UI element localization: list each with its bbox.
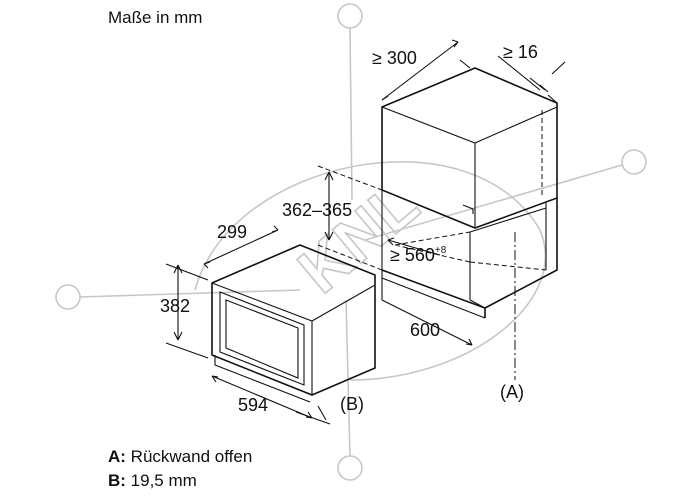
niche-width-value: ≥ 560 [390,245,435,265]
svg-text:KNL: KNL [285,167,432,307]
legend-item-a: A: Rückwand offen [108,447,252,466]
legend-item-b: B: 19,5 mm [108,471,197,490]
appliance-depth-label: 299 [217,222,247,242]
appliance-width-label: 594 [238,395,268,415]
legend-text-a: Rückwand offen [126,447,252,466]
marker-a-label: (A) [500,382,524,402]
cabinet-drawing [381,59,558,319]
niche-height-label: 362–365 [282,200,352,220]
appliance-drawing [211,244,376,403]
appliance-dimension-lines [165,225,331,425]
niche-depth-label: ≥ 300 [372,48,417,68]
legend-key-b: B: [108,471,126,490]
marker-b-label: (B) [340,394,364,414]
top-gap-label: ≥ 16 [503,42,538,62]
cabinet-dimension-lines [317,39,566,380]
legend: A: Rückwand offen B: 19,5 mm [108,447,252,490]
units-title: Maße in mm [108,8,202,27]
niche-width-label: ≥ 560+8 [390,245,447,265]
cabinet-depth-label: 600 [410,320,440,340]
legend-key-a: A: [108,447,126,466]
niche-width-tolerance: +8 [435,245,447,256]
legend-text-b: 19,5 mm [126,471,197,490]
appliance-height-label: 382 [160,296,190,316]
